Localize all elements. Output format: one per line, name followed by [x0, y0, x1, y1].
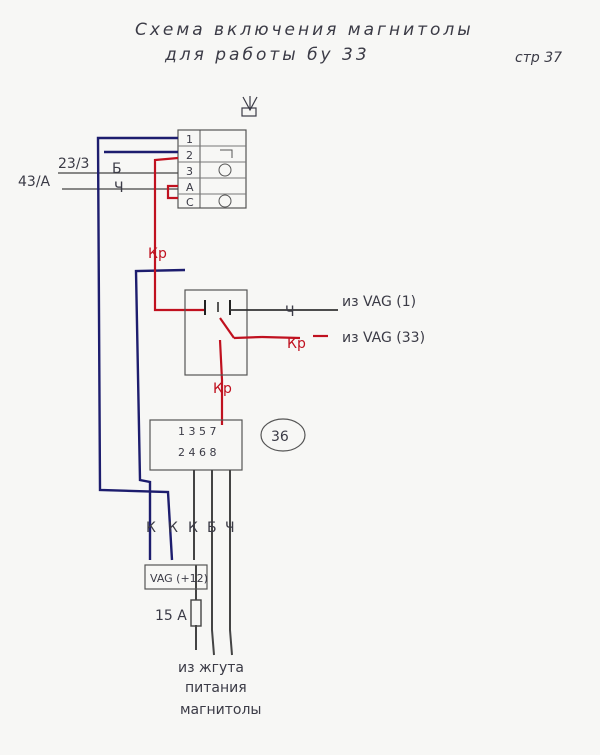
left-inputs: 23/3 Б 43/A Ч: [18, 156, 178, 196]
block-36: 1 3 5 7 2 4 6 8 36: [149, 418, 306, 471]
wire-tag-ch-bottom: Ч: [225, 520, 235, 536]
bottom-wire-tags: К К К Б Ч: [146, 520, 235, 536]
connector-pin-2: 2: [186, 149, 193, 162]
wire-tag-b: Б: [112, 161, 122, 177]
radio-connector: 1 2 3 A C: [177, 129, 247, 209]
relay-input-tag-ch: Ч: [285, 304, 295, 320]
title-line-2: для работы бу 33: [164, 45, 370, 65]
title-line-1: Схема включения магнитолы: [135, 20, 474, 40]
wire-label-23-3: 23/3: [58, 156, 89, 172]
red-wires: [153, 156, 328, 425]
wire-tag-b-bottom: Б: [207, 520, 217, 536]
gray-wires: [193, 470, 233, 656]
wire-label-43-a: 43/A: [18, 174, 51, 190]
lamp-icon: [218, 194, 232, 208]
source-line-1: из жгута: [178, 660, 244, 676]
page-number: стр 37: [515, 50, 562, 66]
blue-wires: [96, 136, 186, 561]
fuse-label: 15 А: [155, 608, 187, 624]
relay-box: [184, 289, 300, 376]
wire-label-kr-3: Кр: [213, 381, 232, 397]
relay-input-tag-kr: Кр: [287, 336, 306, 352]
block-36-top-pins: 1 3 5 7: [178, 425, 216, 438]
connector-pin-c: C: [186, 196, 194, 209]
vag-connector: VAG (+12): [144, 564, 208, 590]
relay-input-vag-33: из VAG (33): [342, 330, 425, 346]
wire-tag-k-2: К: [168, 520, 178, 536]
source-line-2: питания: [185, 680, 247, 696]
source-line-3: магнитолы: [180, 702, 261, 718]
lamp-icon: [218, 163, 232, 177]
block-36-label: 36: [271, 429, 289, 445]
block-36-bottom-pins: 2 4 6 8: [178, 446, 216, 459]
wire-tag-k-1: К: [146, 520, 156, 536]
vag-label: VAG (+12): [150, 572, 208, 585]
connector-pin-a: A: [186, 181, 194, 194]
relay-input-vag-1: из VAG (1): [342, 294, 416, 310]
antenna-icon: [241, 96, 258, 117]
wire-tag-ch: Ч: [114, 180, 124, 196]
connector-pin-3: 3: [186, 165, 193, 178]
fuse-icon: [190, 599, 202, 627]
wire-label-kr-1: Кр: [148, 246, 167, 262]
connector-pin-1: 1: [186, 133, 193, 146]
wire-tag-k-3: К: [188, 520, 198, 536]
